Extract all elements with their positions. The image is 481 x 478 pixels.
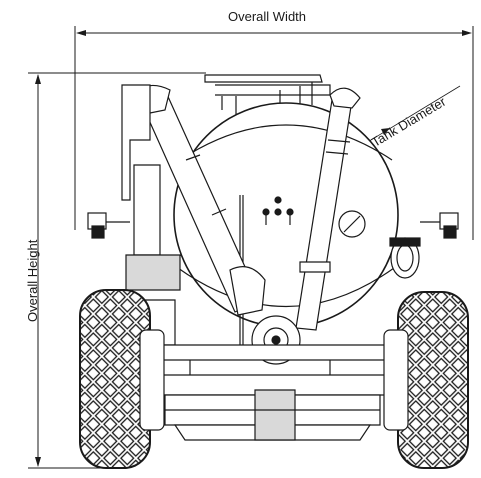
width-arrow-left xyxy=(76,30,86,36)
hose-coupling xyxy=(389,237,421,279)
height-arrow-top xyxy=(35,74,41,84)
right-lamp xyxy=(420,212,459,239)
overall-height-dimension xyxy=(28,72,206,469)
top-rail xyxy=(204,74,331,96)
height-arrow-bottom xyxy=(35,457,41,467)
machine-body xyxy=(79,74,469,469)
diameter-arrow-end xyxy=(381,128,390,135)
left-column xyxy=(121,84,151,201)
left-wheel xyxy=(79,289,165,469)
overall-width-label: Overall Width xyxy=(228,9,307,24)
tank-band xyxy=(179,124,393,161)
overall-height-label: Overall Height xyxy=(25,239,40,322)
chassis xyxy=(109,344,411,441)
width-arrow-right xyxy=(462,30,472,36)
gauges xyxy=(262,196,294,225)
right-wheel xyxy=(383,291,469,469)
overall-width-dimension xyxy=(74,26,474,240)
left-lamp xyxy=(87,212,130,239)
